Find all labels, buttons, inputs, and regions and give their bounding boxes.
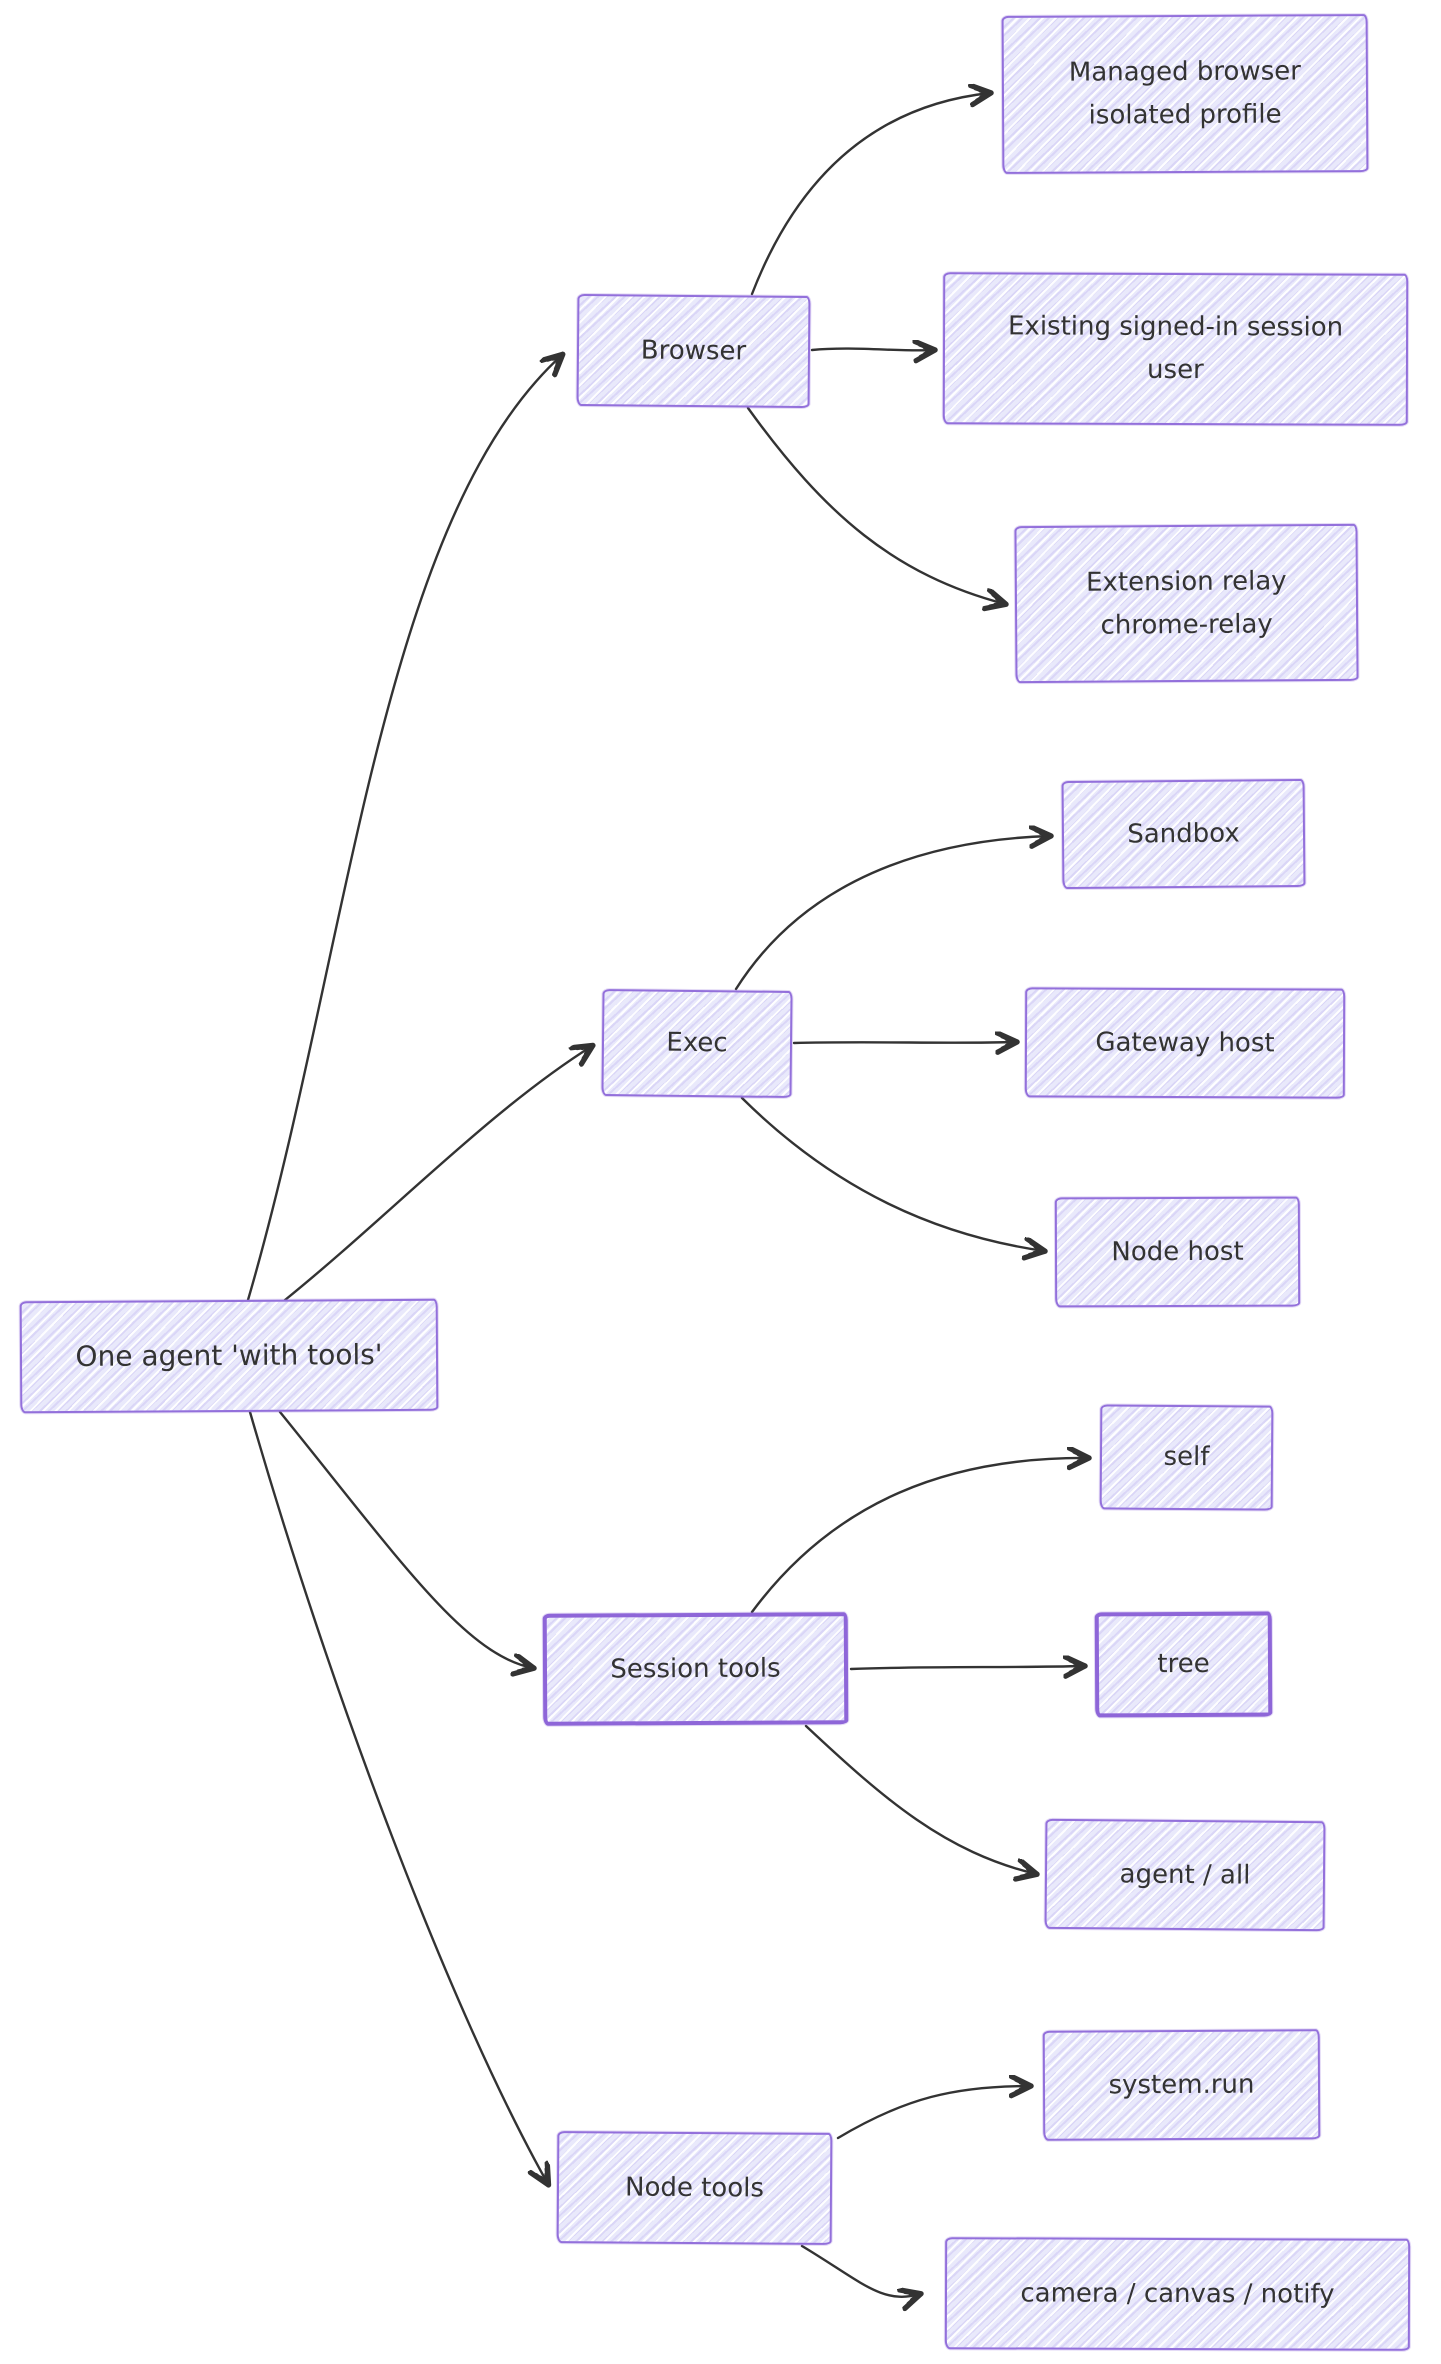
node-session-tools-label: Session tools xyxy=(610,1653,781,1685)
node-browser-label: Browser xyxy=(640,335,747,367)
node-root: One agent 'with tools' xyxy=(19,1298,439,1414)
node-camera-canvas-notify: camera / canvas / notify xyxy=(944,2237,1411,2351)
edge-exec-to-sandbox xyxy=(734,836,1050,991)
edge-root-to-session-tools xyxy=(278,1410,533,1668)
node-agent-all-label: agent / all xyxy=(1119,1859,1251,1891)
node-managed-browser-label: Managed browser isolated profile xyxy=(1068,56,1301,131)
edge-browser-to-existing-session xyxy=(810,349,934,351)
node-session-tools: Session tools xyxy=(542,1612,849,1726)
node-browser: Browser xyxy=(576,293,811,409)
edge-session-tools-to-agent-all xyxy=(804,1724,1036,1874)
node-managed-browser: Managed browser isolated profile xyxy=(1001,14,1369,174)
node-gateway-host: Gateway host xyxy=(1024,987,1346,1099)
edge-exec-to-gateway-host xyxy=(792,1042,1016,1043)
node-node-host-label: Node host xyxy=(1111,1236,1244,1268)
node-extension-relay: Extension relay chrome-relay xyxy=(1014,523,1359,684)
node-extension-relay-label: Extension relay chrome-relay xyxy=(1085,565,1287,641)
edge-session-tools-to-tree xyxy=(849,1666,1084,1669)
node-node-host: Node host xyxy=(1054,1196,1301,1308)
node-exec-label: Exec xyxy=(666,1028,728,1059)
node-node-tools: Node tools xyxy=(556,2131,833,2245)
edge-browser-to-managed-browser xyxy=(750,93,990,296)
node-sandbox: Sandbox xyxy=(1061,778,1306,890)
node-tree-label: tree xyxy=(1157,1649,1210,1680)
edge-root-to-browser xyxy=(246,355,562,1302)
edge-session-tools-to-self xyxy=(750,1458,1088,1614)
node-gateway-host-label: Gateway host xyxy=(1095,1027,1275,1059)
node-node-tools-label: Node tools xyxy=(624,2172,765,2204)
node-existing-session: Existing signed-in session user xyxy=(942,272,1409,426)
node-root-label: One agent 'with tools' xyxy=(75,1338,383,1374)
node-system-run: system.run xyxy=(1042,2029,1321,2141)
edge-root-to-exec xyxy=(283,1046,592,1302)
edge-exec-to-node-host xyxy=(740,1096,1044,1251)
node-exec: Exec xyxy=(601,989,793,1098)
node-sandbox-label: Sandbox xyxy=(1127,818,1240,850)
node-self: self xyxy=(1099,1404,1274,1511)
edge-node-tools-to-camera-canvas-notify xyxy=(800,2244,920,2297)
node-self-label: self xyxy=(1163,1442,1210,1473)
edge-node-tools-to-system-run xyxy=(836,2086,1030,2140)
node-camera-canvas-notify-label: camera / canvas / notify xyxy=(1020,2278,1335,2310)
edge-browser-to-extension-relay xyxy=(746,406,1005,604)
edge-root-to-node-tools xyxy=(248,1410,548,2184)
node-existing-session-label: Existing signed-in session user xyxy=(1007,311,1344,386)
node-system-run-label: system.run xyxy=(1108,2069,1255,2101)
node-agent-all: agent / all xyxy=(1044,1818,1326,1932)
node-tree: tree xyxy=(1094,1611,1273,1718)
